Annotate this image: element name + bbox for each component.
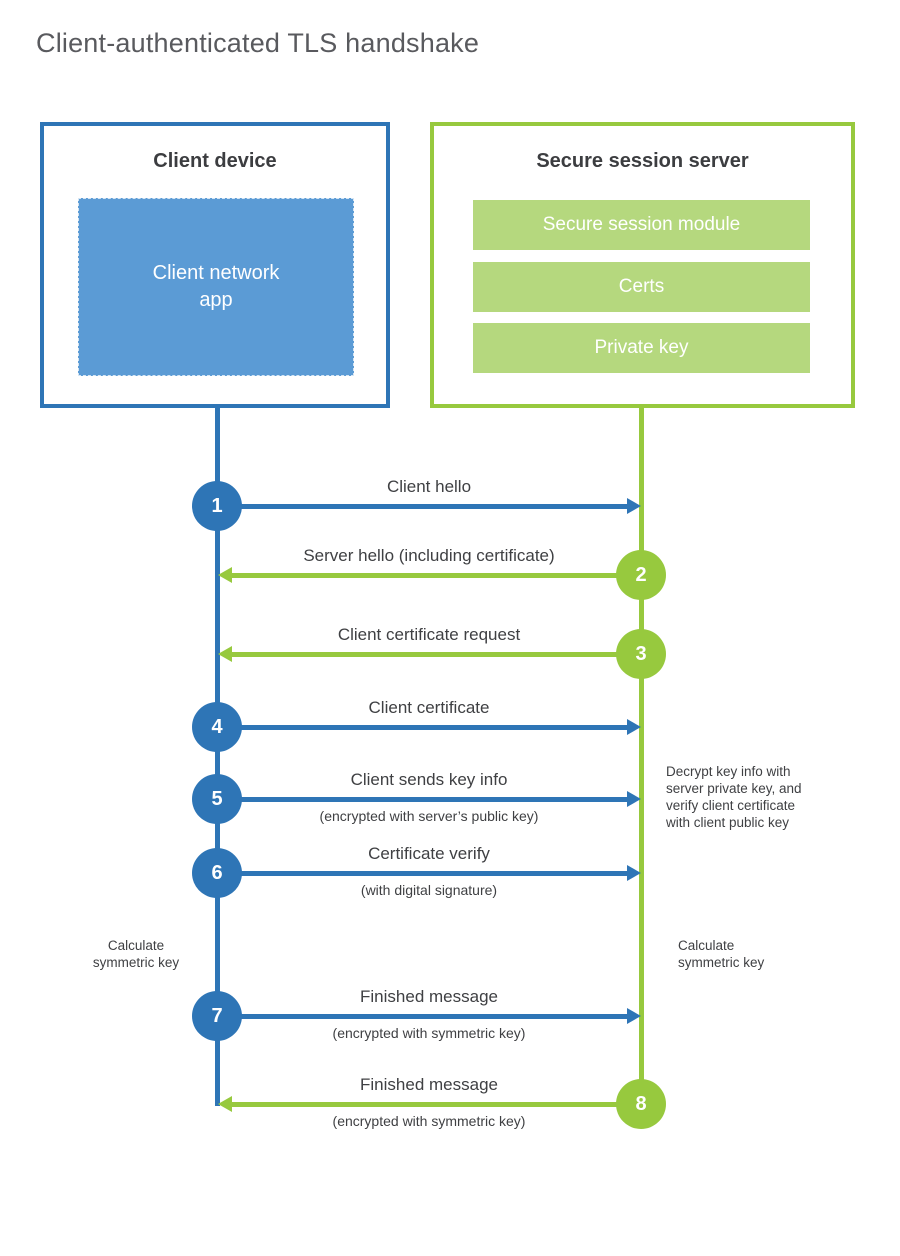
arrow-left-icon	[218, 646, 232, 662]
client-network-app-label: Client network app	[152, 262, 280, 311]
message-arrow	[217, 504, 627, 509]
server-module-bar: Secure session module	[473, 200, 810, 250]
message-label: Finished message	[360, 1075, 498, 1094]
step-badge: 6	[192, 848, 242, 898]
step-badge: 8	[616, 1079, 666, 1129]
message-arrow	[232, 573, 641, 578]
arrow-left-icon	[218, 567, 232, 583]
message-label: Client hello	[386, 477, 472, 496]
arrow-right-icon	[627, 791, 641, 807]
server-module-bar: Certs	[473, 262, 810, 312]
message-arrow	[217, 1014, 627, 1019]
arrow-right-icon	[627, 498, 641, 514]
message-sublabel: (with digital signature)	[360, 882, 498, 898]
step-badge: 4	[192, 702, 242, 752]
message-sublabel: (encrypted with symmetric key)	[332, 1113, 526, 1129]
message-arrow	[232, 1102, 641, 1107]
arrow-right-icon	[627, 719, 641, 735]
arrow-right-icon	[627, 865, 641, 881]
arrow-left-icon	[218, 1096, 232, 1112]
server-decrypt-note: Decrypt key info with server private key…	[666, 764, 802, 830]
server-calculate-key-note: Calculate symmetric key	[678, 938, 765, 970]
message-arrow	[232, 652, 641, 657]
client-calculate-key-note: Calculate symmetric key	[92, 938, 180, 970]
message-arrow	[217, 797, 627, 802]
arrow-right-icon	[627, 1008, 641, 1024]
server-module-label: Secure session module	[542, 214, 741, 235]
step-badge: 5	[192, 774, 242, 824]
message-label: Certificate verify	[368, 844, 490, 863]
server-title: Secure session server	[536, 150, 749, 172]
message-label: Client sends key info	[350, 770, 508, 789]
server-lifeline	[639, 406, 644, 1106]
message-label: Finished message	[360, 987, 498, 1006]
step-badge: 3	[616, 629, 666, 679]
client-network-app-box: Client network app	[78, 198, 354, 376]
step-badge: 2	[616, 550, 666, 600]
step-badge: 7	[192, 991, 242, 1041]
server-module-label: Certs	[618, 276, 665, 297]
message-arrow	[217, 871, 627, 876]
client-lifeline	[215, 406, 220, 1106]
message-sublabel: (encrypted with server’s public key)	[319, 808, 539, 824]
message-sublabel: (encrypted with symmetric key)	[332, 1025, 526, 1041]
message-label: Client certificate request	[337, 625, 521, 644]
server-module-label: Private key	[594, 337, 689, 358]
client-device-title: Client device	[153, 150, 277, 172]
step-badge: 1	[192, 481, 242, 531]
message-arrow	[217, 725, 627, 730]
message-label: Client certificate	[368, 698, 490, 717]
page-title: Client-authenticated TLS handshake	[36, 28, 480, 58]
server-module-bar: Private key	[473, 323, 810, 373]
message-label: Server hello (including certificate)	[303, 546, 555, 565]
